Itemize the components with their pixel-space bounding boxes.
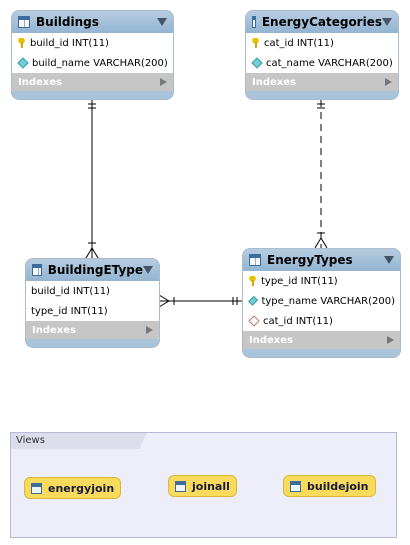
view-joinall[interactable]: joinall (168, 475, 237, 497)
table-header[interactable]: EnergyTypes (243, 249, 400, 271)
table-energy-categories[interactable]: EnergyCategories cat_id INT(11) cat_name… (246, 11, 398, 99)
column-label: type_id INT(11) (261, 275, 338, 287)
collapse-triangle-icon[interactable] (143, 266, 153, 274)
table-header[interactable]: BuildingEType (26, 259, 159, 281)
table-title: BuildingEType (47, 263, 143, 277)
views-panel[interactable]: Views energyjoin joinall buildejoin (10, 432, 397, 538)
view-label: energyjoin (48, 481, 115, 495)
column-row[interactable]: cat_id INT(11) (246, 33, 398, 53)
column-row[interactable]: type_name VARCHAR(200) (243, 291, 400, 311)
column-label: build_name VARCHAR(200) (32, 57, 168, 69)
column-row[interactable]: type_id INT(11) (243, 271, 400, 291)
column-icon (251, 57, 263, 69)
view-energyjoin[interactable]: energyjoin (24, 477, 122, 499)
column-row[interactable]: cat_id INT(11) (243, 311, 400, 331)
indexes-label: Indexes (18, 76, 62, 88)
key-icon (251, 38, 260, 48)
column-label: type_id INT(11) (31, 305, 108, 317)
indexes-section[interactable]: Indexes (246, 73, 398, 91)
table-building-etype[interactable]: BuildingEType build_id INT(11) type_id I… (26, 259, 159, 347)
column-row[interactable]: cat_name VARCHAR(200) (246, 53, 398, 73)
column-label: cat_id INT(11) (263, 315, 333, 327)
table-title: EnergyCategories (261, 15, 382, 29)
view-icon (175, 480, 186, 492)
table-icon (32, 264, 42, 276)
indexes-section[interactable]: Indexes (26, 321, 159, 339)
table-icon (252, 16, 256, 28)
indexes-section[interactable]: Indexes (12, 73, 173, 91)
key-icon (248, 276, 257, 286)
indexes-section[interactable]: Indexes (243, 331, 400, 349)
column-icon (17, 57, 29, 69)
relationship-buildings-buildingetype[interactable] (85, 100, 99, 259)
column-label: cat_name VARCHAR(200) (266, 57, 393, 69)
key-icon (17, 38, 26, 48)
column-label: build_id INT(11) (30, 37, 109, 49)
column-row[interactable]: build_id INT(11) (26, 281, 159, 301)
indexes-label: Indexes (249, 334, 293, 346)
relationship-energytypes-buildingetype[interactable] (158, 294, 242, 308)
table-header[interactable]: EnergyCategories (246, 11, 398, 33)
indexes-label: Indexes (252, 76, 296, 88)
table-title: Buildings (36, 15, 99, 29)
column-row[interactable]: type_id INT(11) (26, 301, 159, 321)
column-row[interactable]: build_id INT(11) (12, 33, 173, 53)
collapse-triangle-icon[interactable] (384, 256, 394, 264)
column-label: cat_id INT(11) (264, 37, 334, 49)
view-icon (290, 480, 301, 492)
column-label: type_name VARCHAR(200) (261, 295, 395, 307)
indexes-label: Indexes (32, 324, 76, 336)
column-row[interactable]: build_name VARCHAR(200) (12, 53, 173, 73)
expand-triangle-icon[interactable] (387, 336, 394, 344)
foreign-key-icon (248, 315, 260, 327)
view-icon (31, 482, 42, 494)
expand-triangle-icon[interactable] (160, 78, 167, 86)
column-label: build_id INT(11) (31, 285, 110, 297)
table-header[interactable]: Buildings (12, 11, 173, 33)
expand-triangle-icon[interactable] (385, 78, 392, 86)
expand-triangle-icon[interactable] (146, 326, 153, 334)
views-panel-label: Views (11, 433, 147, 449)
collapse-triangle-icon[interactable] (382, 18, 392, 26)
table-buildings[interactable]: Buildings build_id INT(11) build_name VA… (12, 11, 173, 99)
column-icon (248, 295, 259, 307)
view-label: buildejoin (307, 479, 369, 493)
relationship-energycategories-energytypes[interactable] (314, 100, 328, 249)
table-title: EnergyTypes (267, 253, 353, 267)
table-energy-types[interactable]: EnergyTypes type_id INT(11) type_name VA… (243, 249, 400, 357)
table-icon (18, 16, 30, 28)
view-label: joinall (192, 479, 230, 493)
collapse-triangle-icon[interactable] (157, 18, 167, 26)
table-icon (249, 254, 261, 266)
view-buildejoin[interactable]: buildejoin (283, 475, 376, 497)
